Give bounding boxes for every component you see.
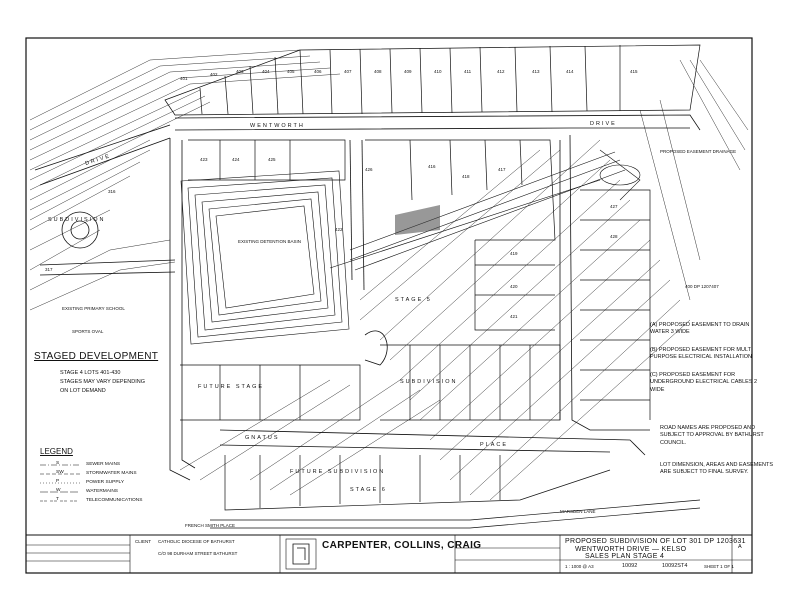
lot-number: 426 [365,167,373,172]
detention-basin [180,170,350,345]
east-lot-boundaries [180,139,701,529]
client-label: CLIENT [135,539,152,544]
lot-number: 316 [108,189,116,194]
lot-number: 415 [630,69,638,74]
staged-line: STAGES MAY VARY DEPENDING [60,379,145,385]
street-label: STAGE 5 [395,297,432,303]
staged-line: ON LOT DEMAND [60,388,106,394]
staged-line: STAGE 4 LOTS 401-430 [60,370,121,376]
street-label: STAGE 6 [350,487,387,493]
street-label: DRIVE [590,121,617,127]
lot-number: 414 [566,69,574,74]
lot-number: 403 [236,69,244,74]
lot-number: 420 [510,284,518,289]
lot-number: 427 [610,204,618,209]
lot-number: 404 [262,69,270,74]
drawing-title-line3: SALES PLAN STAGE 4 [585,553,665,560]
note-easement-c: (C) PROPOSED EASEMENT FOR UNDERGROUND EL… [650,372,758,393]
hatched-lot-area [395,205,440,235]
lot-number: 417 [498,167,506,172]
lot-number: 410 [434,69,442,74]
lot-number: 413 [532,69,540,74]
lot-number: 412 [497,69,505,74]
firm-logo-icon [292,543,310,565]
drawing-scale: 1 : 1000 @ A3 [565,564,594,569]
lot-number: 424 [232,157,240,162]
lot-number: 421 [510,314,518,319]
sports-oval-label: SPORTS OVAL [72,329,104,334]
legend-item: SEWER MAINS [86,462,121,467]
job-number: 10092 [622,563,638,569]
school-label: EXISTING PRIMARY SCHOOL [62,306,125,311]
titleblock-grid [26,535,752,573]
lot-number: 418 [462,174,470,179]
lot-number: 401 [180,76,188,81]
lot-number: 419 [510,251,518,256]
drawing-title-line2: WENTWORTH DRIVE — KELSO [575,546,687,553]
lot-number: 405 [287,69,295,74]
lot-number: 422 [335,227,343,232]
firm-name: CARPENTER, COLLINS, CRAIG [322,540,482,551]
revision: A [738,544,742,550]
client-address: C/O 98 DURHAM STREET BATHURST [158,551,238,556]
lot-number: 409 [404,69,412,74]
note-road-names: ROAD NAMES ARE PROPOSED AND SUBJECT TO A… [660,425,764,446]
legend-item: WATERMAINS [86,489,118,494]
legend-item: TELECOMMUNICATIONS [86,498,143,503]
street-label: MARSDEN LANE [560,509,596,514]
basin-label: EXISTING DETENTION BASIN [238,239,302,244]
street-label: GNATUS [245,435,280,441]
note-lot-dimensions: LOT DIMENSION, AREAS AND EASEMENTS ARE S… [660,462,773,476]
contour-lines [29,49,749,501]
lot-number: 423 [200,157,208,162]
lot-number: 402 [210,72,218,77]
street-label: FUTURE SUBDIVISION [290,469,386,475]
legend-line-samples [40,464,80,502]
lot-number: 428 [610,234,618,239]
dp-reference: 400 DP 1207407 [685,284,719,289]
note-easement-b: (B) PROPOSED EASEMENT FOR MULTI PURPOSE … [650,347,753,361]
street-label: SUBDIVISION [48,217,106,223]
staged-development-heading: STAGED DEVELOPMENT [34,351,159,362]
legend-code: T [56,497,59,502]
lot-number: 408 [374,69,382,74]
street-label: FUTURE STAGE [198,384,265,390]
easement-label: PROPOSED EASEMENT DRAINAGE [660,149,737,154]
lot-number: 411 [464,69,472,74]
top-lot-boundaries [164,44,701,116]
street-label: SUBDIVISION [400,379,458,385]
legend-code: SW [56,470,64,475]
note-easement-a: (A) PROPOSED EASEMENT TO DRAIN WATER 3 W… [650,322,750,336]
legend-title: LEGEND [40,447,73,456]
street-label: FRENCH SMITH PLACE [185,523,236,528]
legend-code: W [56,488,61,493]
lot-number: 425 [268,157,276,162]
client-name: CATHOLIC DIOCESE OF BATHURST [158,539,235,544]
legend-code: S [56,461,60,466]
street-label: PLACE [480,442,509,448]
drawing-title-line1: PROPOSED SUBDIVISION OF LOT 301 DP 12036… [565,538,746,545]
lot-number: 416 [428,164,436,169]
drawing-number: 10092ST4 [662,563,688,569]
legend-code: P [56,479,60,484]
legend-item: POWER SUPPLY [86,480,125,485]
lot-number: 407 [344,69,352,74]
legend-item: STORMWATER MAINS [86,471,137,476]
street-label: WENTWORTH [250,123,305,129]
road-lines [34,114,701,481]
easement-corridor [329,149,641,271]
sheet-border [25,37,753,574]
sheet-number: SHEET 1 OF 1 [704,564,734,569]
lot-number: 406 [314,69,322,74]
lot-number: 317 [45,267,53,272]
